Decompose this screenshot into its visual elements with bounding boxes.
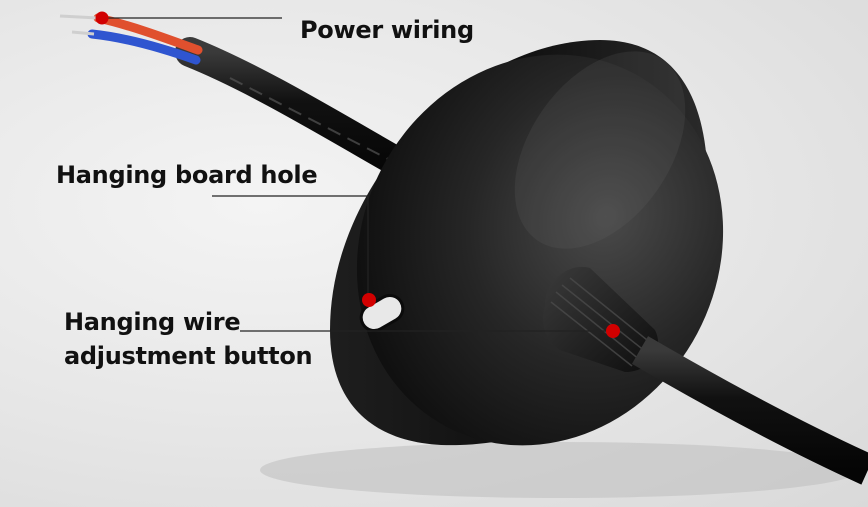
label-power-wiring: Power wiring [300,16,474,44]
label-adjust-line-1: Hanging wire [64,308,241,336]
canopy-highlight [514,51,686,249]
marker-power-wiring [95,11,109,25]
wire-tip-blue [71,30,95,36]
floor-shadow [260,442,860,498]
marker-hanging-board-hole [362,293,376,307]
wire-blue [87,29,201,65]
marker-adjustment-button [606,324,620,338]
wire-red [93,13,203,55]
leader-line-hole [212,195,369,300]
canopy-face [356,54,724,446]
power-cable-lower [631,336,868,485]
wire-tip-red [59,14,99,20]
label-hanging-wire-adjustment: Hanging wire adjustment button [64,305,313,373]
gland-ridges [550,277,653,367]
label-adjust-line-2: adjustment button [64,342,313,370]
cable-print [229,77,391,161]
label-hanging-board-hole: Hanging board hole [56,161,318,189]
power-cable-upper [175,37,435,190]
